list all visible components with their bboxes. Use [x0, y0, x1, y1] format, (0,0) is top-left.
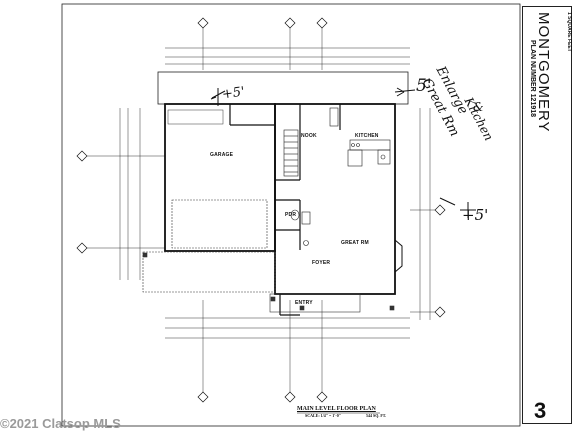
sheet-border [61, 3, 521, 427]
stairs [283, 129, 299, 177]
handwritten-right-mark: +5' [462, 206, 489, 224]
sheet-number: 3 [534, 398, 547, 423]
room-label-foyer: FOYER [312, 260, 331, 266]
room-label-kitchen: KITCHEN [355, 133, 379, 139]
plan-scale: SCALE: 1/4" = 1'-0" [305, 413, 341, 418]
entry-porch [142, 251, 395, 313]
interior-walls [229, 104, 341, 316]
dimension-lines [87, 28, 435, 392]
kitchen-fixtures [329, 107, 391, 167]
room-label-great-rm: GREAT RM [341, 240, 369, 246]
handwritten-left-mark: +5' [221, 84, 246, 103]
room-label-garage: GARAGE [210, 152, 234, 158]
garage-door [171, 199, 268, 249]
room-label-nook: NOOK [301, 133, 317, 139]
plan-title: MAIN LEVEL FLOOR PLAN [297, 406, 376, 412]
room-label-pdr: PDR [285, 212, 297, 218]
fireplace-bay [394, 238, 403, 274]
plan-area: 544 SQ. FT. [366, 413, 387, 418]
room-label-entry: ENTRY [295, 300, 313, 306]
garage-shelf [167, 109, 224, 125]
titleblock-sqft: 1 SQUARE FEET [566, 12, 572, 52]
grid-bubbles [76, 17, 446, 403]
mls-copyright: ©2021 Clatsop MLS [0, 416, 121, 431]
handwritten-note-line3: & [473, 100, 484, 114]
titleblock-plan-number: PLAN NUMBER 121918 [529, 40, 536, 118]
handwritten-arrows [210, 87, 476, 218]
roof-outline [157, 71, 409, 105]
titleblock-plan-name: MONTGOMERY [535, 12, 552, 133]
powder-fixtures [290, 209, 311, 246]
handwritten-top-mark: 5' [416, 76, 432, 96]
title-block [522, 6, 572, 424]
